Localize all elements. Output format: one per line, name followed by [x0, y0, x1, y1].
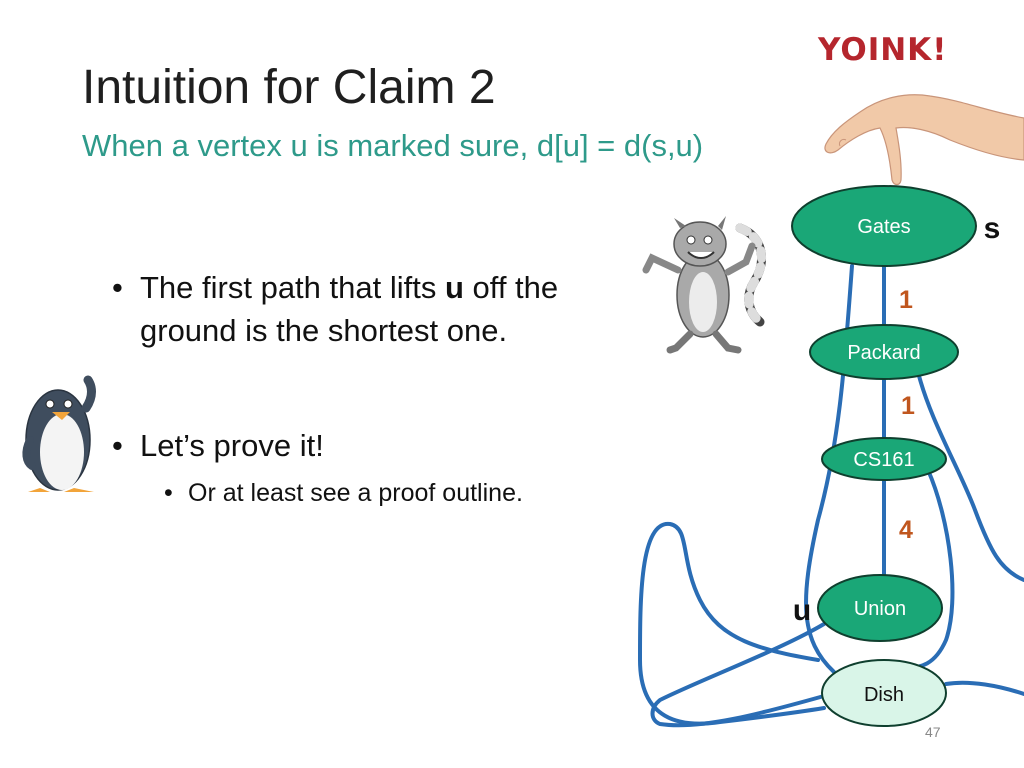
sub-bullet-text: Or at least see a proof outline. [188, 479, 523, 507]
weight-cs161-union: 4 [899, 516, 913, 544]
weight-gates-packard: 1 [899, 286, 913, 314]
bullet-2-text: Let’s prove it! [140, 428, 324, 463]
node-union-label: Union [854, 598, 906, 620]
bullet-1-text-line2: ground is the shortest one. [140, 313, 508, 348]
page-title: Intuition for Claim 2 [82, 61, 496, 114]
bullet-dot-icon: • [112, 428, 123, 463]
bullet-1-text-pre: The first path that lifts [140, 270, 445, 305]
bullet-dot-icon: • [112, 270, 123, 305]
edge-cs161-dish [904, 468, 955, 670]
page-number: 47 [925, 724, 941, 740]
bullet-1-text-bold: u [444, 270, 464, 305]
node-cs161[interactable]: CS161 [821, 437, 947, 481]
edge-union-dish-left [650, 622, 826, 728]
node-packard[interactable]: Packard [809, 324, 959, 380]
graph-edges [637, 264, 1024, 728]
page-subtitle: When a vertex u is marked sure, d[u] = d… [82, 128, 704, 163]
node-dish-label: Dish [864, 684, 904, 706]
target-label-u: u [793, 594, 811, 627]
node-gates-label: Gates [857, 216, 910, 238]
bullet-1-text-post: off the [463, 270, 559, 305]
weight-packard-cs161: 1 [901, 392, 915, 420]
bullet-item-2: • Let’s prove it! [112, 424, 672, 467]
node-union[interactable]: Union [817, 574, 943, 642]
node-packard-label: Packard [847, 342, 920, 364]
lemur-icon [642, 216, 766, 354]
hand-icon [824, 94, 1024, 186]
bullet-item-1: • The first path that lifts u off the gro… [112, 266, 672, 352]
bullet-dot-icon: • [164, 479, 173, 507]
edge-dish-right [944, 680, 1024, 696]
node-dish[interactable]: Dish [821, 659, 947, 727]
node-gates[interactable]: Gates [791, 185, 977, 267]
penguin-icon [22, 375, 96, 492]
sub-bullet-item: • Or at least see a proof outline. [164, 476, 684, 510]
source-label-s: s [984, 212, 1001, 245]
edge-packard-right [916, 370, 1024, 582]
yoink-caption: YOINK! [818, 32, 948, 68]
node-cs161-label: CS161 [853, 449, 914, 471]
